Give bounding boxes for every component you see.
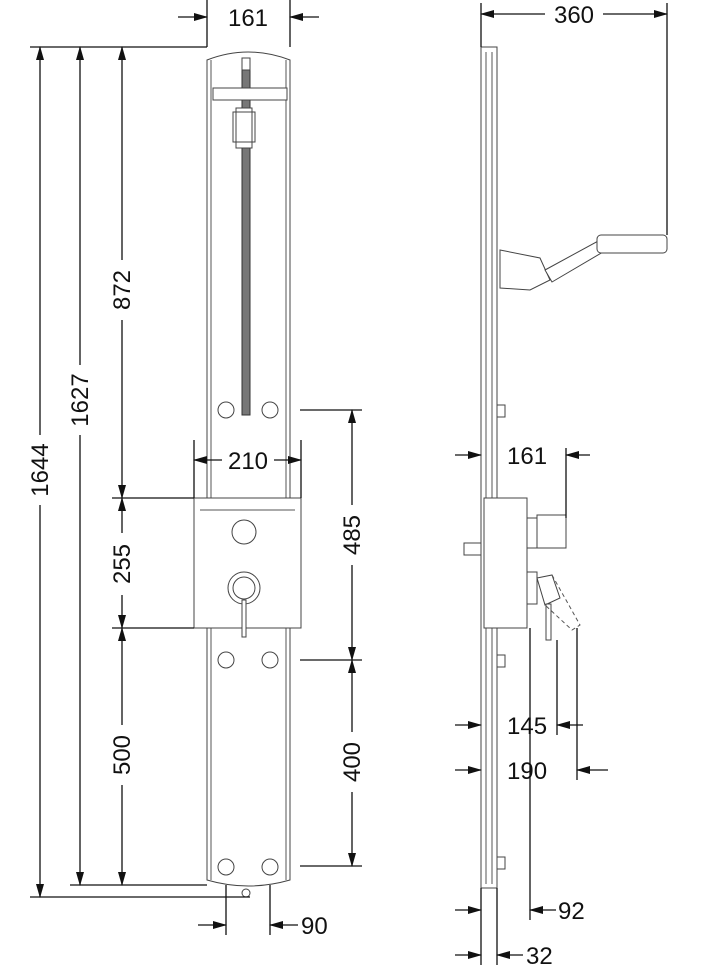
side-view xyxy=(463,46,668,889)
handshower-bracket xyxy=(499,249,551,291)
dim-400: 400 xyxy=(339,742,366,782)
dim-1644: 1644 xyxy=(27,443,54,496)
mixer-side xyxy=(536,574,561,606)
side-dimensions: 360 161 145 190 92 32 xyxy=(455,2,668,970)
dim-190: 190 xyxy=(507,758,547,785)
dim-210: 210 xyxy=(228,448,268,475)
handshower-handle xyxy=(544,239,604,283)
handshower-head xyxy=(596,234,668,254)
dim-500: 500 xyxy=(109,735,136,775)
dim-255: 255 xyxy=(109,544,136,584)
panel-side xyxy=(480,46,498,889)
front-dimensions: 161 1644 1627 872 255 500 210 485 400 90 xyxy=(27,0,366,940)
mixer-box xyxy=(193,497,302,629)
dim-360: 360 xyxy=(554,2,594,29)
dim-145: 145 xyxy=(507,713,547,740)
thermostat-knob xyxy=(231,519,257,545)
body-jets xyxy=(217,401,279,876)
thermostat-side xyxy=(536,514,567,549)
dim-32: 32 xyxy=(526,943,553,970)
dim-872: 872 xyxy=(109,270,136,310)
dim-485: 485 xyxy=(339,515,366,555)
dim-161-side: 161 xyxy=(507,443,547,470)
mixer-lever xyxy=(241,599,247,638)
dim-90: 90 xyxy=(301,913,328,940)
handshower-holder xyxy=(232,107,256,149)
dim-1627: 1627 xyxy=(67,373,94,426)
lever-side xyxy=(545,603,552,641)
dim-92: 92 xyxy=(558,898,585,925)
dim-161-top: 161 xyxy=(228,5,268,32)
shower-head xyxy=(212,87,288,101)
mixer-box-side xyxy=(483,497,528,629)
